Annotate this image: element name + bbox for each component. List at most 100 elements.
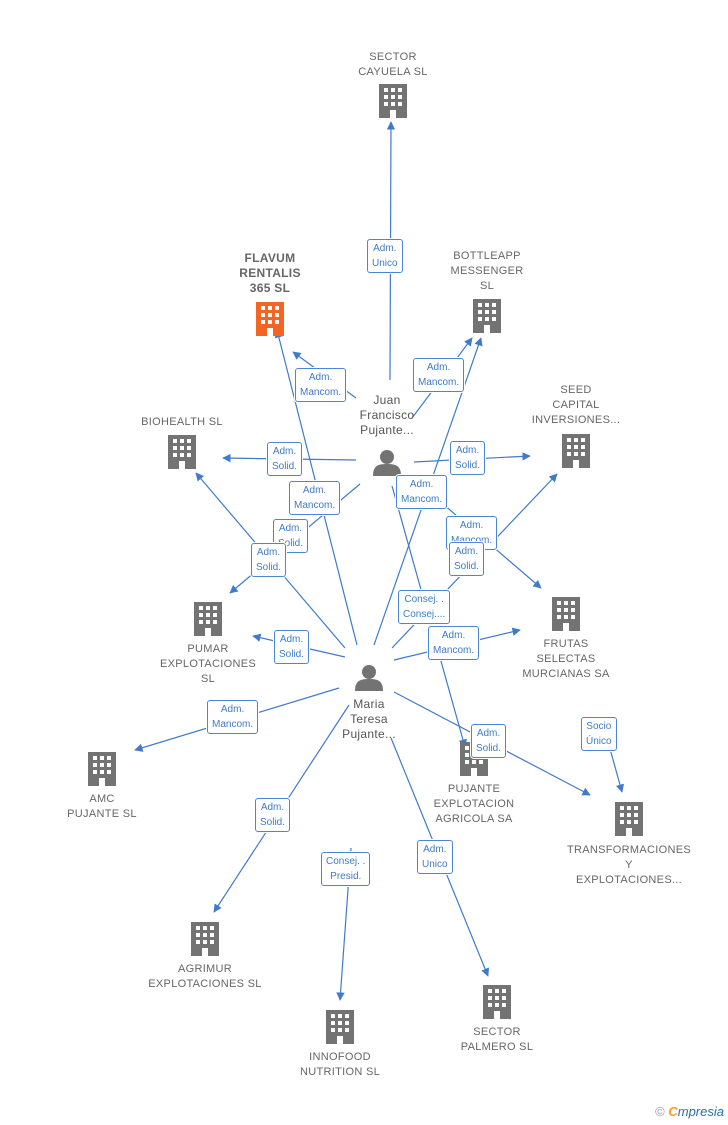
edge-label-maria-amc[interactable]: Adm. Mancom. <box>207 700 259 734</box>
building-icon[interactable] <box>562 434 590 468</box>
edge-label-maria-transformaciones[interactable]: Adm.Solid. <box>471 724 507 758</box>
node-label-line: Pujante... <box>360 423 414 437</box>
edge-label-line: Adm. <box>302 485 327 496</box>
node-label-line: BIOHEALTH SL <box>141 416 223 428</box>
node-label-line: PUMAR <box>187 643 229 655</box>
edge-label-line: Adm. <box>279 634 304 645</box>
building-icon[interactable] <box>379 84 407 118</box>
building-icon[interactable] <box>194 602 222 636</box>
edge-label-line: Adm. <box>409 479 434 490</box>
building-icon[interactable] <box>256 302 284 336</box>
edge-label-line: Único <box>586 736 612 747</box>
node-label-line: MESSENGER <box>450 265 524 277</box>
node-label-pumar[interactable]: PUMAR EXPLOTACIONES SL <box>128 642 288 687</box>
brand-watermark: © Cmpresia <box>655 1104 724 1119</box>
edge-label-juan-frutas[interactable]: Adm.Solid. <box>449 542 485 576</box>
edge-label-line: Consej. . <box>404 594 444 605</box>
node-label-line: FLAVUM <box>244 251 296 265</box>
edge-label-line: Mancom. <box>300 387 342 398</box>
edge-label-line: Consej.... <box>403 609 446 620</box>
node-label-line: EXPLOTACION <box>433 798 515 810</box>
edge-label-line: Adm. <box>260 802 285 813</box>
edge-label-maria-innofood[interactable]: Consej. . Presid. <box>321 852 371 886</box>
node-label-line: INVERSIONES... <box>531 414 621 426</box>
node-label-line: SECTOR <box>473 1026 521 1038</box>
edge-label-juan-bottleapp[interactable]: Adm.Mancom. <box>413 358 465 392</box>
node-label-line: NUTRITION SL <box>300 1066 380 1078</box>
building-icon[interactable] <box>326 1010 354 1044</box>
copyright-symbol: © <box>655 1104 665 1119</box>
node-label-line: SL <box>200 673 216 685</box>
node-label-biohealth[interactable]: BIOHEALTH SL <box>102 415 262 430</box>
edge-label-line: Presid. <box>330 871 362 882</box>
edge-label-maria-bottleapp[interactable]: Adm. Mancom. <box>396 475 448 509</box>
node-label-line: TRANSFORMACIONES <box>567 844 691 856</box>
edge-label-line: Adm. <box>441 630 466 641</box>
brand-name: mpresia <box>677 1104 724 1119</box>
node-label-line: FRUTAS <box>543 638 589 650</box>
node-label-line: EXPLOTACIONES <box>160 658 256 670</box>
edge-label-line: Adm. <box>272 446 297 457</box>
edge-label-line: Consej. . <box>326 856 366 867</box>
edge-label-line: Mancom. <box>401 494 443 505</box>
node-label-line: Teresa <box>350 712 388 726</box>
building-icon[interactable] <box>168 435 196 469</box>
node-label-line: Maria <box>353 697 385 711</box>
edge-label-line: Unico <box>372 258 398 269</box>
person-icon[interactable] <box>355 665 383 691</box>
edge-label-line: Mancom. <box>294 500 336 511</box>
edge-label-line: Mancom. <box>433 645 475 656</box>
person-icon[interactable] <box>373 450 401 476</box>
edge-label-line: Mancom. <box>451 535 493 546</box>
node-label-line: PUJANTE SL <box>67 808 137 820</box>
edge-label-maria-frutas[interactable]: Adm. Mancom. <box>428 626 480 660</box>
node-label-line: PUJANTE <box>447 783 501 795</box>
edge-label-line: Adm. <box>373 243 397 254</box>
brand-initial: C <box>668 1104 678 1119</box>
edge-label-juan-pumar[interactable]: Adm.Solid. <box>251 543 287 577</box>
edge-label-line: Adm. <box>220 704 245 715</box>
node-label-line: EXPLOTACIONES... <box>575 874 683 886</box>
building-icon[interactable] <box>615 802 643 836</box>
edge-label-maria-agrimur[interactable]: Adm.Solid. <box>255 798 291 832</box>
building-icon[interactable] <box>88 752 116 786</box>
building-icon[interactable] <box>191 922 219 956</box>
edge-label-maria-flavum[interactable]: Adm. Mancom. <box>289 481 341 515</box>
node-label-line: Juan <box>373 393 401 407</box>
edge-label-maria-biohealth[interactable]: Adm.Solid. <box>273 519 309 553</box>
edge-label-juan-flavum[interactable]: Adm. Mancom. <box>295 368 347 402</box>
edge-label-juan-cayuela[interactable]: Adm. Unico <box>367 239 403 273</box>
edge-label-line: Adm. <box>426 362 451 373</box>
node-label-line: SEED <box>560 384 592 396</box>
building-icon[interactable] <box>473 299 501 333</box>
node-label-line: AGRIMUR <box>177 963 233 975</box>
edge-label-maria-pumar[interactable]: Adm.Solid. <box>274 630 310 664</box>
edge-label-maria-palmero[interactable]: Adm.Unico <box>417 840 453 874</box>
building-icon[interactable] <box>552 597 580 631</box>
node-label-line: SELECTAS <box>536 653 596 665</box>
edge-label-line: Mancom. <box>212 719 254 730</box>
edge-label-line: Adm. <box>476 728 501 739</box>
edge-label-line: Solid. <box>454 561 480 572</box>
building-icon[interactable] <box>483 985 511 1019</box>
edge-label-juan-biohealth[interactable]: Adm.Solid. <box>267 442 303 476</box>
edge-label-line: Adm. <box>308 372 333 383</box>
edge-label-juan-seed[interactable]: Adm.Solid. <box>450 441 486 475</box>
edge-label-juan-agricola[interactable]: Consej. . Consej.... <box>398 590 451 624</box>
node-label-line: Francisco <box>359 408 415 422</box>
